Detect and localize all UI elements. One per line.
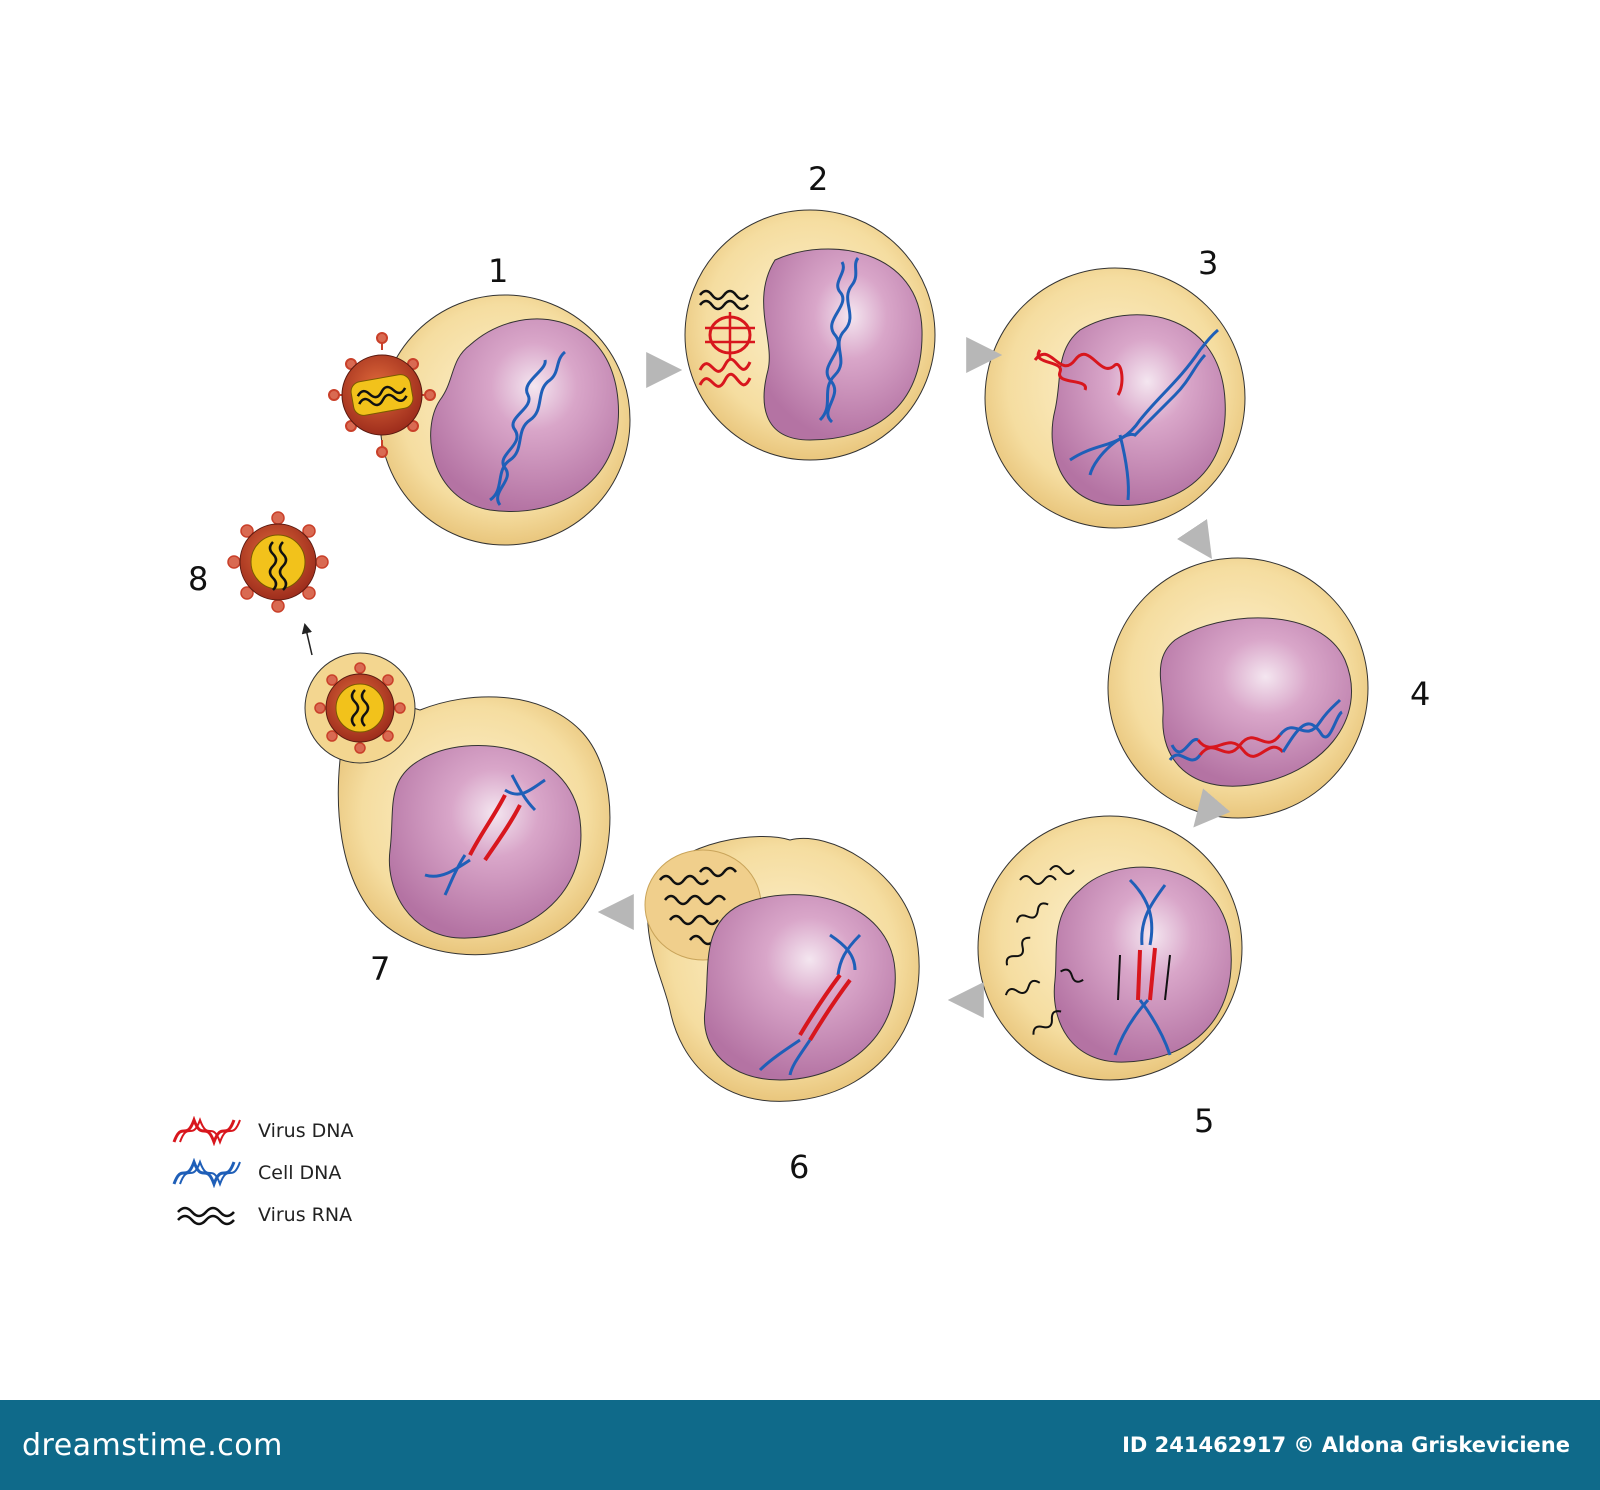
viral-replication-diagram [227, 209, 1369, 1102]
cell-6 [644, 835, 920, 1102]
budding-virus-7 [314, 662, 406, 754]
cell-dna-2 [818, 257, 860, 424]
legend-item-cell-dna: Cell DNA [170, 1152, 354, 1194]
nucleus-7 [388, 745, 582, 939]
step-label-5: 5 [1194, 1102, 1215, 1140]
virus-dna-icon [172, 1116, 241, 1146]
nucleus-4 [1159, 617, 1352, 787]
nucleus-3 [1051, 314, 1226, 507]
cell-dna-7 [424, 774, 546, 896]
nucleus-5 [1053, 866, 1232, 1063]
arrow-3-4 [1177, 519, 1212, 559]
nucleus-2 [763, 248, 923, 441]
step-label-4: 4 [1410, 675, 1431, 713]
cell-dna-3 [1069, 328, 1219, 501]
cycle-arrows [597, 337, 1231, 1018]
cell-3 [984, 267, 1246, 529]
step-label-2: 2 [808, 160, 829, 198]
cell-5 [977, 815, 1243, 1081]
legend-item-virus-dna: Virus DNA [170, 1110, 354, 1152]
cell-2 [684, 209, 936, 461]
integrated-dna-4 [1168, 698, 1344, 762]
nucleus-1 [430, 318, 619, 512]
step-label-7: 7 [370, 950, 391, 988]
arrow-4-5 [1193, 788, 1231, 828]
cell-4 [1107, 557, 1369, 819]
cell-dna-5 [1113, 878, 1172, 1056]
legend-label-virus-dna: Virus DNA [258, 1120, 354, 1142]
footer-brand: dreamstime.com [22, 1427, 283, 1463]
virus-rna-5 [1004, 865, 1171, 1035]
reverse-transcription-2 [698, 289, 755, 388]
legend-label-virus-rna: Virus RNA [258, 1204, 353, 1226]
step-label-1: 1 [488, 252, 509, 290]
cell-1 [379, 294, 631, 546]
virus-rna-icon [177, 1206, 235, 1226]
virus-dna-5 [1136, 947, 1157, 1001]
cell-dna-icon [172, 1158, 241, 1188]
arrow-7-8 [301, 622, 313, 656]
virus-dna-7 [468, 794, 522, 862]
released-virion-8 [227, 511, 329, 613]
virus-dna-6 [798, 973, 852, 1042]
legend-item-virus-rna: Virus RNA [170, 1194, 354, 1236]
footer-bar: dreamstime.com ID 241462917 © Aldona Gri… [0, 1400, 1600, 1490]
step-label-3: 3 [1198, 244, 1219, 282]
virus-dna-3 [1033, 349, 1124, 396]
cell-dna-6 [758, 933, 862, 1076]
nucleus-6 [703, 894, 896, 1081]
step-label-8: 8 [188, 560, 209, 598]
footer-credit: ID 241462917 © Aldona Griskeviciene [1122, 1433, 1570, 1457]
legend: Virus DNA Cell DNA Virus RNA [170, 1110, 354, 1236]
legend-label-cell-dna: Cell DNA [258, 1162, 342, 1184]
cell-dna-1 [489, 350, 567, 506]
virus-attached [328, 332, 436, 458]
step-label-6: 6 [789, 1148, 810, 1186]
